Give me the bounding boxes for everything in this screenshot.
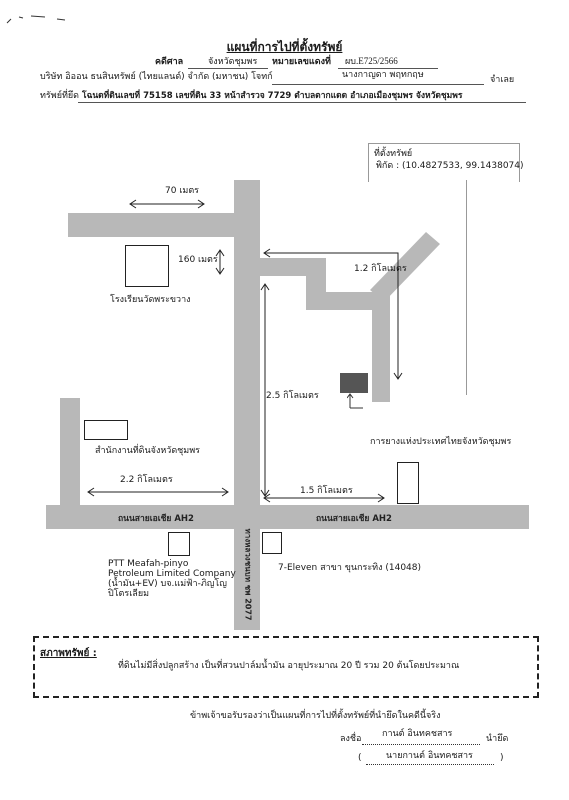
road-diagonal (370, 232, 440, 302)
ptt-building (168, 532, 190, 556)
land-office-building (84, 420, 128, 440)
property-desc: โฉนดที่ดินเลขที่ 75158 เลขที่ดิน 33 หน้า… (82, 91, 463, 101)
arrow-1-5km (263, 493, 385, 503)
label-2-2km: 2.2 กิโลเมตร (120, 475, 173, 485)
road-side-4 (372, 292, 390, 402)
road-asia-ah2 (46, 505, 529, 529)
scan-mark (5, 12, 66, 24)
rubber-authority-building (397, 462, 419, 504)
sign-name: กานต์ อินทคชสาร (382, 729, 453, 739)
defendant: นางกาญดา พฤทกฤษ (342, 70, 424, 80)
pointer-arrow-icon (347, 393, 363, 409)
sign-role: นำยึด (486, 734, 509, 744)
defendant-role: จำเลย (490, 75, 515, 85)
condition-text: ที่ดินไม่มีสิ่งปลูกสร้าง เป็นที่สวนปาล์ม… (118, 661, 460, 671)
coordinates: พิกัด : (10.4827533, 99.1438074) (376, 161, 524, 171)
location-title: ที่ตั้งทรัพย์ (374, 149, 413, 159)
label-ptt-2: Petroleum Limited Company (108, 569, 236, 579)
paren-close: ) (500, 753, 504, 763)
label-rubber-authority: การยางแห่งประเทศไทยจังหวัดชุมพร (370, 437, 512, 447)
page-title: แผนที่การไปที่ตั้งทรัพย์ (226, 40, 343, 54)
road-left-branch (60, 398, 80, 508)
court-name: จังหวัดชุมพร (208, 57, 258, 67)
label-1-2km: 1.2 กิโลเมตร (354, 264, 407, 274)
label-ptt-4: ปิโตรเลียม (108, 589, 150, 599)
label-ptt-1: PTT Meafah-pinyo (108, 559, 189, 569)
condition-box (33, 636, 539, 698)
paren-open: ( (358, 753, 362, 763)
label-school: โรงเรียนวัดพระขวาง (110, 295, 191, 305)
arrow-2-2km (87, 487, 229, 497)
road-top-left (68, 213, 260, 237)
arrow-70m (129, 199, 205, 209)
road-vertical (234, 180, 260, 630)
certify-text: ข้าพเจ้าขอรับรองว่าเป็นแผนที่การไปที่ตั้… (190, 711, 441, 721)
arrow-160m (215, 249, 225, 275)
printed-name: นายกานต์ อินทคชสาร (386, 751, 473, 761)
property-label: ทรัพย์ที่ยึด (40, 91, 80, 101)
plaintiff: บริษัท อิออน ธนสินทรัพย์ (ไทยแลนด์) จำกั… (40, 72, 273, 82)
label-land-office: สำนักงานที่ดินจังหวัดชุมพร (95, 446, 200, 456)
condition-label: สภาพทรัพย์ : (40, 648, 97, 659)
label-road-vertical: ทางหลวงชนบท ชพ 2077 (243, 528, 253, 621)
label-ptt-3: (น้ำมัน+EV) บจ.แม่ฟ้า-ภิญโญ (108, 579, 227, 589)
school-building (125, 245, 169, 287)
label-seven-eleven: 7-Eleven สาขา ขุนกระทิง (14048) (278, 563, 422, 573)
case-no: ผบ.E725/2566 (345, 56, 398, 66)
label-road-right: ถนนสายเอเชีย AH2 (316, 514, 392, 524)
road-side-3 (306, 292, 390, 310)
label-1-5km: 1.5 กิโลเมตร (300, 486, 353, 496)
label-road-left: ถนนสายเอเชีย AH2 (118, 514, 194, 524)
label-2-5km: 2.5 กิโลเมตร (266, 391, 319, 401)
sign-label: ลงชื่อ (340, 734, 362, 744)
arrow-2-5km (260, 283, 270, 497)
case-label: คดีศาล (155, 57, 184, 67)
case-no-label: หมายเลขแดงที่ (272, 57, 331, 67)
coordinate-box (368, 143, 520, 182)
arrow-1-2km (263, 248, 403, 380)
seven-eleven-building (262, 532, 282, 554)
label-70m: 70 เมตร (165, 186, 200, 196)
label-160m: 160 เมตร (178, 255, 218, 265)
property-parcel (340, 373, 368, 393)
